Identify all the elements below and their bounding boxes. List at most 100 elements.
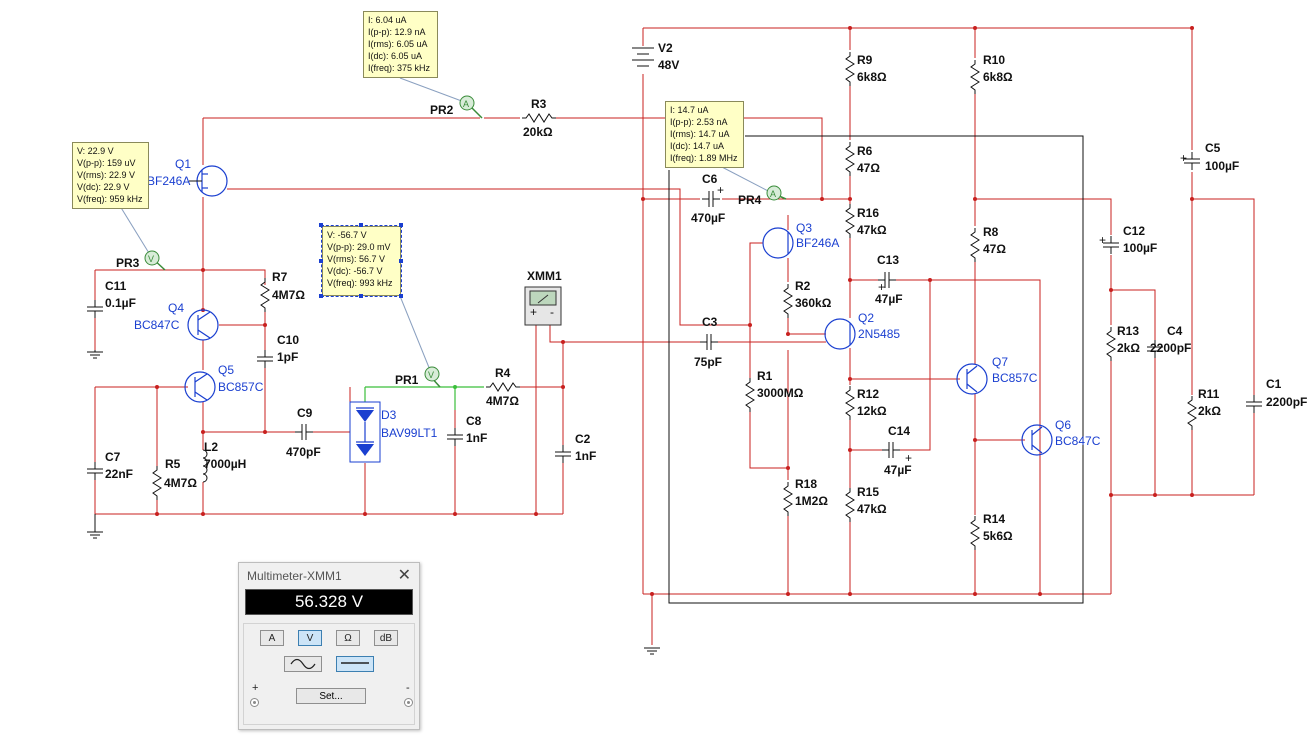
probe-pr3-readout[interactable]: V: 22.9 V V(p-p): 159 uV V(rms): 22.9 V … — [72, 142, 149, 209]
r4-ref: R4 — [495, 366, 511, 380]
minus-terminal-label: - — [406, 682, 410, 694]
capacitor-c8[interactable]: C8 1nF — [446, 414, 487, 447]
transistor-q7[interactable]: Q7 BC857C — [956, 355, 1038, 395]
selection-handle[interactable] — [359, 223, 363, 227]
inductor-l2[interactable]: L2 7000µH — [202, 440, 246, 483]
sine-wave-icon — [290, 658, 316, 670]
capacitor-c6[interactable]: + C6 470µF — [691, 172, 725, 225]
pr4-kind-icon: A — [770, 189, 776, 199]
pr2-kind-icon: A — [463, 99, 469, 109]
selected-wire[interactable] — [364, 386, 484, 410]
q4-ref: Q4 — [168, 301, 184, 315]
capacitor-c2[interactable]: C2 1nF — [554, 432, 596, 464]
close-icon[interactable]: ✕ — [397, 567, 411, 584]
minus-terminal-icon[interactable] — [404, 698, 413, 707]
capacitor-c12[interactable]: + C12 100µF — [1099, 224, 1157, 255]
ground-main-left — [86, 514, 104, 539]
resistor-r8[interactable]: R8 47Ω — [970, 225, 1006, 263]
readout-line: V(dc): -56.7 V — [327, 266, 383, 276]
resistor-r4[interactable]: R4 4M7Ω — [485, 366, 521, 408]
ac-mode-button[interactable] — [284, 656, 322, 672]
c11-ref: C11 — [105, 279, 127, 293]
c11-value: 0.1µF — [105, 296, 136, 310]
q1-value: BF246A — [147, 174, 190, 188]
r15-ref: R15 — [857, 485, 879, 499]
probe-pr4[interactable]: A PR4 — [738, 185, 782, 207]
selection-handle[interactable] — [319, 223, 323, 227]
resistor-r15[interactable]: R15 47kΩ — [845, 485, 887, 523]
dc-mode-button[interactable] — [336, 656, 374, 672]
resistor-r11[interactable]: R11 2kΩ — [1187, 387, 1221, 431]
readout-line: I(freq): 1.89 MHz — [670, 153, 738, 163]
transistor-q2[interactable]: Q2 2N5485 — [824, 311, 900, 350]
diode-d3[interactable]: D3 BAV99LT1 — [349, 401, 438, 463]
readout-line: I(dc): 14.7 uA — [670, 141, 725, 151]
capacitor-c11[interactable]: C11 0.1µF — [86, 279, 136, 319]
selection-handle[interactable] — [399, 259, 403, 263]
transistor-q4[interactable]: Q4 BC847C — [134, 301, 219, 341]
mode-ohms-button[interactable]: Ω — [336, 630, 360, 646]
set-button[interactable]: Set... — [296, 688, 366, 704]
resistor-r5[interactable]: R5 4M7Ω — [152, 457, 197, 501]
readout-line: I(p-p): 2.53 nA — [670, 117, 728, 127]
transistor-q5[interactable]: Q5 BC857C — [184, 363, 264, 403]
transistor-q1[interactable]: Q1 BF246A — [147, 157, 228, 197]
plus-terminal-label: + — [252, 682, 259, 694]
probe-pr3[interactable]: V PR3 — [116, 250, 160, 270]
resistor-r14[interactable]: R14 5k6Ω — [970, 512, 1013, 551]
q3-value: BF246A — [796, 236, 839, 250]
resistor-r2[interactable]: R2 360kΩ — [783, 279, 832, 319]
resistor-r13[interactable]: R13 2kΩ — [1106, 324, 1140, 362]
multimeter-window[interactable]: Multimeter-XMM1 ✕ 56.328 V A V Ω dB + Se… — [238, 562, 420, 730]
capacitor-c3[interactable]: C3 75pF — [694, 315, 722, 369]
selection-handle[interactable] — [399, 223, 403, 227]
resistor-r9[interactable]: R9 6k8Ω — [845, 51, 887, 87]
plus-terminal-icon[interactable] — [250, 698, 259, 707]
resistor-r6[interactable]: R6 47Ω — [845, 141, 880, 177]
v2-ref: V2 — [658, 41, 673, 55]
transistor-q6[interactable]: Q6 BC847C — [1021, 418, 1101, 456]
probe-pr2[interactable]: A PR2 — [430, 95, 475, 117]
c12-polarity: + — [1099, 233, 1106, 247]
readout-line: I: 14.7 uA — [670, 105, 709, 115]
c5-value: 100µF — [1205, 159, 1239, 173]
probe-pr1-readout[interactable]: V: -56.7 V V(p-p): 29.0 mV V(rms): 56.7 … — [321, 225, 402, 297]
r7-value: 4M7Ω — [272, 288, 305, 302]
capacitor-c5[interactable]: + C5 100µF — [1180, 141, 1239, 173]
q3-ref: Q3 — [796, 221, 812, 235]
capacitor-c13[interactable]: + C13 47µF — [875, 253, 903, 306]
capacitor-c14[interactable]: + C14 47µF — [881, 424, 912, 477]
r16-ref: R16 — [857, 206, 879, 220]
readout-line: V(rms): 56.7 V — [327, 254, 386, 264]
mode-volts-button[interactable]: V — [298, 630, 322, 646]
mode-amps-button[interactable]: A — [260, 630, 284, 646]
capacitor-c1[interactable]: C1 2200pF — [1245, 377, 1307, 414]
capacitor-c10[interactable]: C10 1pF — [256, 333, 299, 369]
capacitor-c7[interactable]: C7 22nF — [86, 450, 133, 481]
resistor-r16[interactable]: R16 47kΩ — [845, 203, 887, 239]
selection-handle[interactable] — [359, 294, 363, 298]
battery-v2[interactable]: V2 48V — [632, 41, 679, 72]
probe-pr4-readout[interactable]: I: 14.7 uA I(p-p): 2.53 nA I(rms): 14.7 … — [665, 101, 744, 168]
ground-right — [643, 647, 661, 655]
resistor-r3[interactable]: R3 20kΩ — [521, 97, 557, 139]
mode-db-button[interactable]: dB — [374, 630, 398, 646]
probe-pr2-readout[interactable]: I: 6.04 uA I(p-p): 12.9 nA I(rms): 6.05 … — [363, 11, 438, 78]
multimeter-titlebar[interactable]: Multimeter-XMM1 ✕ — [239, 563, 419, 589]
resistor-r12[interactable]: R12 12kΩ — [845, 385, 887, 421]
resistor-r7[interactable]: R7 4M7Ω — [260, 270, 305, 313]
resistor-r18[interactable]: R18 1M2Ω — [783, 477, 828, 517]
multimeter-symbol-xmm1[interactable]: XMM1 + - — [524, 269, 562, 326]
capacitor-c9[interactable]: C9 470pF — [286, 406, 321, 459]
selection-handle[interactable] — [319, 259, 323, 263]
transistor-q3[interactable]: Q3 BF246A — [762, 221, 839, 259]
resistor-r10[interactable]: R10 6k8Ω — [970, 53, 1013, 95]
selection-handle[interactable] — [319, 294, 323, 298]
probe-pr1[interactable]: V PR1 — [395, 366, 440, 387]
ground-c11 — [86, 350, 104, 359]
capacitor-c4[interactable]: C4 2200pF — [1146, 324, 1191, 359]
selection-handle[interactable] — [399, 294, 403, 298]
c5-ref: C5 — [1205, 141, 1221, 155]
resistor-r1[interactable]: R1 3000MΩ — [745, 369, 804, 413]
